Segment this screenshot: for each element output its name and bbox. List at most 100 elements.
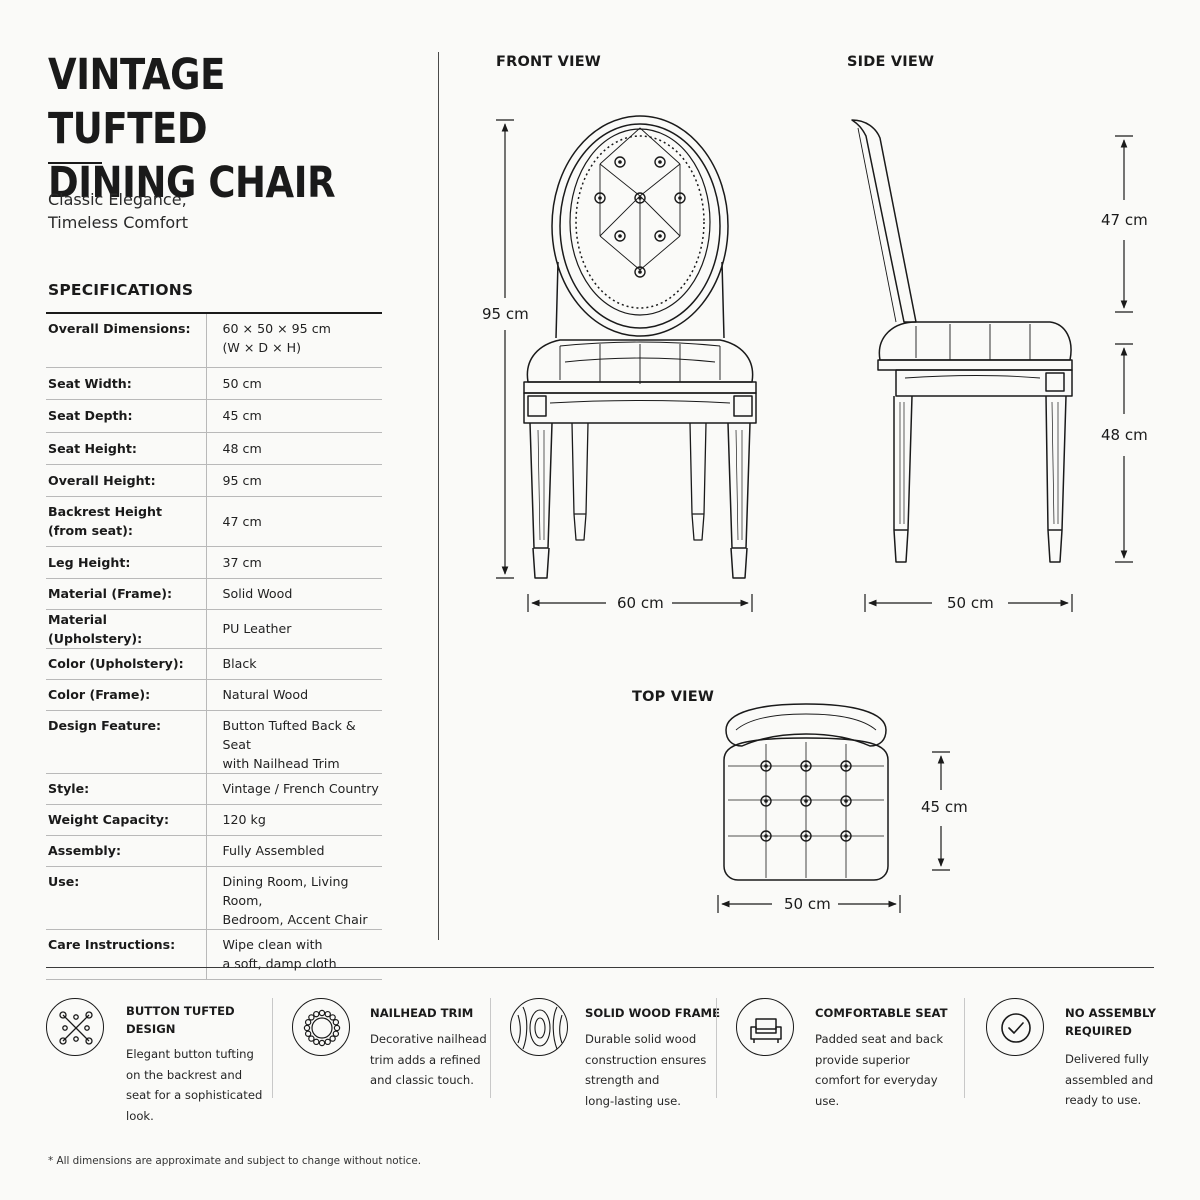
nailhead-dot: [332, 1030, 340, 1037]
feature-separator: [272, 998, 273, 1098]
armchair-icon: [736, 998, 794, 1056]
spec-row: Seat Depth:45 cm: [46, 399, 382, 432]
nailhead-dot: [313, 1038, 320, 1046]
spec-label: Material (Frame):: [46, 578, 207, 609]
feature-separator: [716, 998, 717, 1098]
spec-value: Vintage / French Country: [206, 773, 382, 804]
spec-value-line: Fully Assembled: [222, 843, 325, 858]
feature-separator: [490, 998, 491, 1098]
nailhead-inner-ring: [311, 1017, 333, 1039]
spec-row: Style:Vintage / French Country: [46, 773, 382, 804]
top-view-label: TOP VIEW: [632, 689, 715, 705]
spec-row: Assembly:Fully Assembled: [46, 835, 382, 866]
spec-value-line: Natural Wood: [222, 687, 309, 702]
spec-value-line: 60 × 50 × 95 cm: [222, 321, 331, 336]
spec-value-line: Bedroom, Accent Chair: [222, 911, 368, 927]
top-depth-dimension: 45 cm: [921, 798, 968, 816]
spec-label: Use:: [46, 866, 207, 929]
spec-value-line: Dining Room, Living Room,: [222, 873, 349, 908]
spec-value: Solid Wood: [206, 578, 382, 609]
spec-value: Button Tufted Back & Seat with Nailhead T…: [206, 710, 382, 773]
spec-label: Backrest Height (from seat):: [46, 496, 207, 546]
feature-title: COMFORTABLE SEAT: [815, 1006, 948, 1020]
spec-value: 120 kg: [206, 804, 382, 835]
spec-row: Seat Width:50 cm: [46, 367, 382, 399]
spec-row: Material (Upholstery):PU Leather: [46, 609, 382, 648]
nailhead-dot: [308, 1035, 315, 1042]
spec-label: Style:: [46, 773, 207, 804]
nailhead-dot: [324, 1038, 331, 1046]
front-nailhead-trim: [575, 135, 705, 309]
side-leg-front: [893, 395, 913, 563]
nailhead-dot: [318, 1039, 326, 1047]
spec-value: Black: [206, 648, 382, 679]
spec-row: Use: Dining Room, Living Room, Bedroom, Ac…: [46, 866, 382, 929]
side-view-label: SIDE VIEW: [847, 54, 935, 70]
feature-description: Elegant button tufting on the backrest a…: [126, 1047, 263, 1123]
nailhead-dot: [329, 1035, 336, 1042]
checkmark-icon: [986, 998, 1044, 1056]
spec-value-line: Button Tufted Back & Seat: [222, 717, 356, 752]
button-tufting-icon: [46, 998, 104, 1056]
front-dimension-lines: [496, 119, 753, 612]
nailhead-dot: [333, 1024, 341, 1032]
spec-value: Dining Room, Living Room, Bedroom, Accent…: [206, 866, 382, 929]
spec-value: 47 cm: [206, 496, 382, 546]
title-line-1: Vintage Tufted: [48, 50, 225, 154]
nailhead-dot: [329, 1014, 336, 1021]
spec-row: Leg Height: 37 cm: [46, 546, 382, 578]
top-view-drawing: [723, 703, 889, 881]
nailhead-dot: [304, 1019, 312, 1026]
spec-value-line: 47 cm: [222, 513, 262, 529]
spec-value-line: 37 cm: [222, 554, 262, 570]
side-depth-dimension: 50 cm: [947, 594, 994, 612]
feature-separator: [964, 998, 965, 1098]
specifications-table: Overall Dimensions:60 × 50 × 95 cm(W × D…: [46, 312, 382, 980]
front-leg-right: [727, 422, 751, 579]
spec-label: Color (Upholstery):: [46, 648, 207, 679]
spec-row: Overall Height:95 cm: [46, 464, 382, 496]
feature-title: BUTTON TUFTED DESIGN: [126, 1004, 235, 1036]
spec-value-line: with Nailhead Trim: [222, 755, 340, 771]
front-view-label: FRONT VIEW: [496, 54, 601, 70]
spec-value: 60 × 50 × 95 cm(W × D × H): [206, 313, 382, 367]
nailhead-dot: [308, 1014, 315, 1021]
footnote: * All dimensions are approximate and sub…: [48, 1155, 422, 1167]
spec-label: Design Feature:: [46, 710, 207, 773]
side-seat-cushion: [878, 321, 1072, 361]
spec-value-line: 45 cm: [222, 408, 262, 423]
title-underline: [48, 162, 102, 164]
top-dimension-lines: [717, 751, 950, 913]
feature-title: NO ASSEMBLY REQUIRED: [1065, 1006, 1157, 1038]
side-leg-back: [1045, 395, 1067, 563]
front-width-dimension: 60 cm: [617, 594, 664, 612]
spec-row: Color (Frame):Natural Wood: [46, 679, 382, 710]
specifications-table-body: Overall Dimensions:60 × 50 × 95 cm(W × D…: [46, 313, 382, 979]
specifications-heading: SPECIFICATIONS: [48, 281, 194, 299]
spec-row: Design Feature:Button Tufted Back & Seat…: [46, 710, 382, 773]
front-height-dimension: 95 cm: [482, 305, 529, 323]
spec-label: Leg Height:: [46, 546, 207, 578]
spec-value-line: Wipe clean with: [222, 936, 323, 952]
spec-value-line: Black: [222, 656, 257, 671]
front-view-drawing: [523, 115, 757, 579]
title-line-2: Dining Chair: [48, 158, 336, 208]
spec-value: Natural Wood: [206, 679, 382, 710]
spec-row: Backrest Height (from seat): 47 cm: [46, 496, 382, 546]
spec-value-line: Solid Wood: [222, 586, 293, 601]
nailhead-dot: [324, 1010, 331, 1018]
feature-description: Delivered fully assembled and ready to u…: [1065, 1052, 1154, 1107]
spec-label: Care Instructions:: [46, 929, 207, 979]
spec-label: Material (Upholstery):: [46, 609, 207, 648]
nailhead-dot: [303, 1024, 311, 1032]
side-backrest-dimension: 47 cm: [1101, 211, 1148, 229]
side-backrest: [851, 119, 917, 323]
spec-value-line: 48 cm: [222, 440, 262, 456]
top-seat-cushion: [723, 737, 889, 881]
spec-value: 50 cm: [206, 367, 382, 399]
feature-title: NAILHEAD TRIM: [370, 1006, 474, 1020]
nailhead-dot: [318, 1009, 326, 1017]
spec-value-line: 120 kg: [222, 812, 266, 827]
